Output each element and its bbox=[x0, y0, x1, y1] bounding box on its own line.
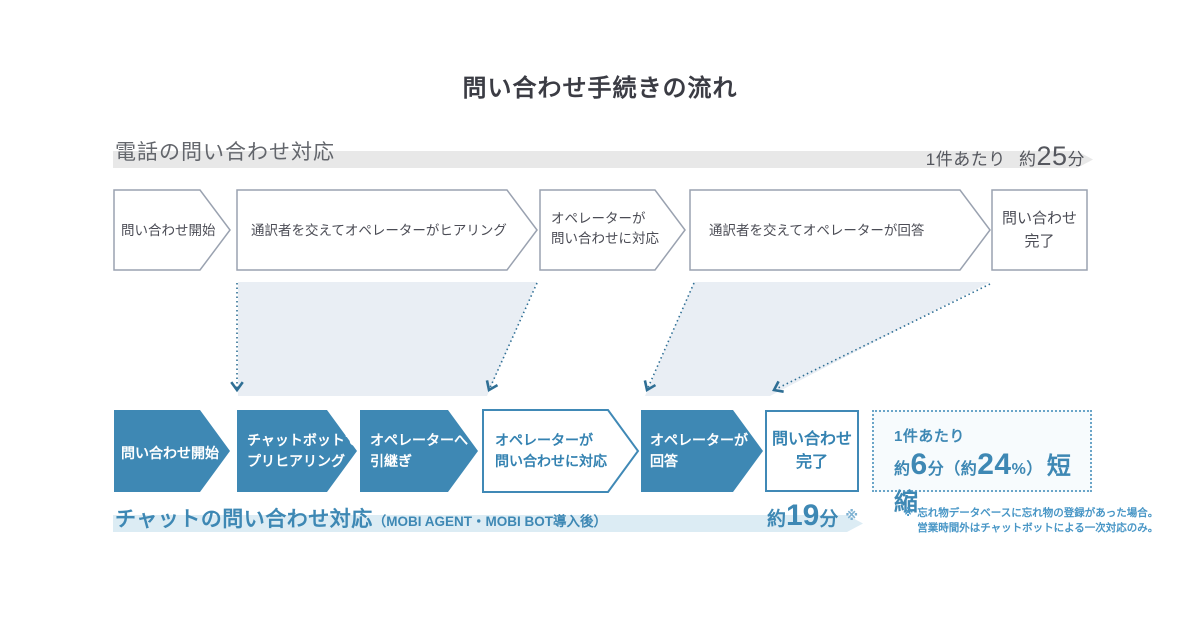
footnote: ※ 忘れ物データベースに忘れ物の登録があった場合。 営業時間外はチャットボットに… bbox=[903, 506, 1158, 535]
savings-percent: 24 bbox=[977, 448, 1012, 481]
savings-minutes: 6 bbox=[910, 448, 928, 481]
chat-section-header: チャットの問い合わせ対応（MOBI AGENT・MOBI BOT導入後） bbox=[115, 503, 607, 533]
dotted-arrow-3 bbox=[643, 282, 695, 393]
phone-step-answer-label: 通訳者を交えてオペレーターが回答 bbox=[709, 223, 925, 238]
chat-step-respond-label: オペレーターが 問い合わせに対応 bbox=[495, 432, 607, 469]
savings-approx: 約 bbox=[894, 461, 911, 478]
savings-suffix: 短縮 bbox=[894, 453, 1072, 516]
chat-section-header-text: チャットの問い合わせ対応 bbox=[115, 508, 373, 531]
chat-step-start-shape bbox=[114, 410, 230, 492]
chat-time-asterisk: ※ bbox=[845, 508, 858, 523]
phone-section-ribbon bbox=[113, 151, 1093, 168]
savings-minutes-unit: 分 bbox=[927, 461, 945, 478]
phone-time: 1件あたり 約25分 bbox=[880, 141, 1085, 172]
phone-step-respond-shape bbox=[539, 189, 686, 271]
chat-time: 約19分 ※ bbox=[640, 499, 858, 533]
phone-step-hearing-label: 通訳者を交えてオペレーターがヒアリング bbox=[251, 223, 507, 238]
page-title: 問い合わせ手続きの流れ bbox=[462, 75, 738, 102]
chat-section-ribbon bbox=[113, 515, 863, 532]
phone-time-label: 1件あたり bbox=[925, 150, 1006, 169]
chat-step-answer-label: オペレーターが 回答 bbox=[650, 432, 748, 469]
chat-step-prehearing-label: チャットボットで プリヒアリング bbox=[247, 432, 359, 469]
connector-area-left bbox=[238, 282, 537, 396]
phone-time-value: 25 bbox=[1036, 141, 1068, 171]
savings-line1: 1件あたり bbox=[894, 428, 965, 445]
chat-step-handover-label: オペレーターへ 引継ぎ bbox=[370, 432, 468, 469]
chat-time-approx: 約 bbox=[766, 509, 786, 530]
chat-time-value: 19 bbox=[785, 499, 820, 532]
phone-step-respond-label: オペレーターが 問い合わせに対応 bbox=[551, 211, 659, 247]
chat-step-complete-shape bbox=[765, 410, 859, 492]
chat-step-respond-shape bbox=[482, 409, 640, 493]
chat-step-answer-shape bbox=[641, 410, 763, 492]
savings-paren-close: %） bbox=[1011, 461, 1043, 478]
phone-step-hearing-shape bbox=[236, 189, 538, 271]
dotted-arrow-2 bbox=[485, 282, 538, 393]
phone-step-start-label: 問い合わせ開始 bbox=[121, 223, 216, 238]
phone-time-unit: 分 bbox=[1067, 150, 1085, 169]
chat-step-complete-label: 問い合わせ 完了 bbox=[771, 431, 852, 472]
savings-paren-open: （約 bbox=[944, 461, 978, 478]
chat-time-unit: 分 bbox=[819, 509, 839, 530]
savings-line2: 約6分（約24%）短縮 bbox=[894, 446, 1090, 517]
connector-area-right bbox=[645, 282, 990, 396]
phone-step-start-shape bbox=[113, 189, 231, 271]
phone-step-answer-shape bbox=[689, 189, 991, 271]
phone-time-approx: 約 bbox=[1018, 150, 1037, 169]
phone-step-complete-label: 問い合わせ 完了 bbox=[1001, 210, 1077, 250]
chat-step-prehearing-shape bbox=[237, 410, 357, 492]
phone-step-complete-shape bbox=[991, 189, 1088, 271]
phone-section-header: 電話の問い合わせ対応 bbox=[115, 141, 335, 164]
chat-step-handover-shape bbox=[360, 410, 478, 492]
footnote-lines: 忘れ物データベースに忘れ物の登録があった場合。 営業時間外はチャットボットによる… bbox=[917, 507, 1159, 534]
chat-section-header-note: （MOBI AGENT・MOBI BOT導入後） bbox=[372, 514, 608, 529]
footnote-mark: ※ bbox=[903, 507, 914, 519]
savings-box: 1件あたり 約6分（約24%）短縮 bbox=[872, 410, 1092, 516]
chat-step-start-label: 問い合わせ開始 bbox=[121, 445, 219, 461]
